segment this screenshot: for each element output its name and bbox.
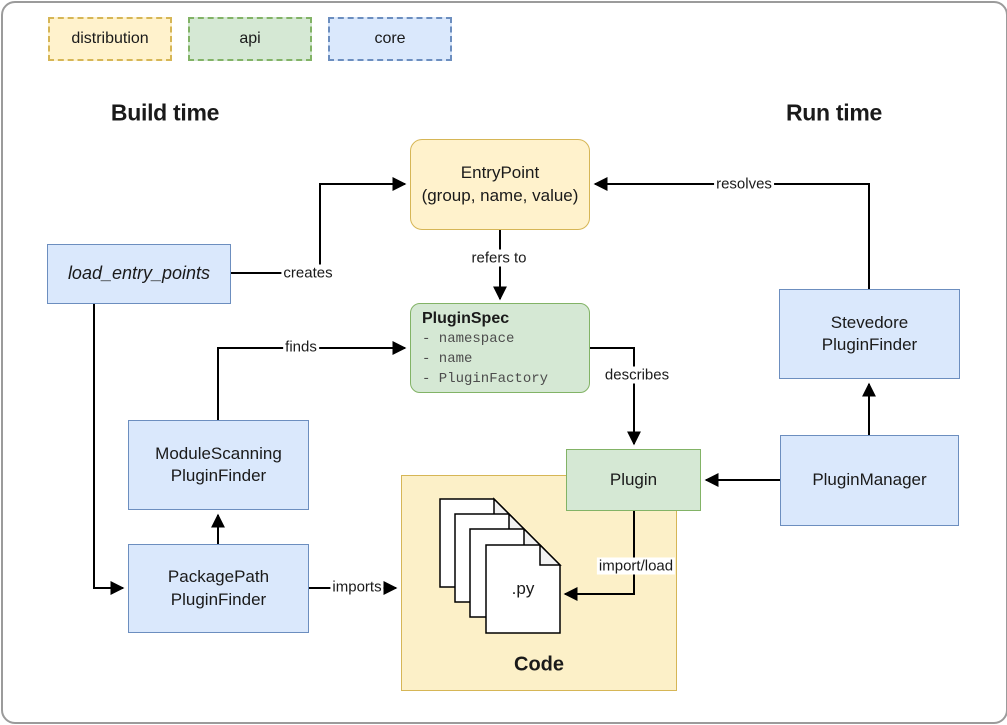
- arrow-load-entry-points-to-packagepath: [93, 304, 125, 595]
- arrow-finds: [217, 341, 407, 420]
- packagepath-line2: PluginFinder: [170, 589, 267, 609]
- node-packagepath-pluginfinder: PackagePath PluginFinder: [128, 544, 309, 633]
- node-plugin: Plugin: [566, 449, 701, 511]
- edge-label-refers-to: refers to: [469, 249, 529, 267]
- packagepath-line1: PackagePath: [167, 567, 270, 587]
- code-label: Code: [514, 653, 564, 676]
- edge-label-describes: describes: [602, 366, 672, 384]
- plugin-label: Plugin: [609, 469, 658, 489]
- arrow-creates: [231, 177, 407, 274]
- entrypoint-signature: (group, name, value): [421, 185, 579, 205]
- arrow-describes: [590, 347, 641, 446]
- stevedore-line1: Stevedore: [830, 312, 909, 332]
- legend-label-core: core: [374, 30, 406, 47]
- edge-label-resolves: resolves: [714, 175, 774, 193]
- legend-label-api: api: [239, 30, 261, 47]
- legend-item-distribution: distribution: [48, 17, 172, 61]
- heading-build-time: Build time: [110, 99, 220, 126]
- edge-label-creates: creates: [281, 264, 335, 282]
- node-stevedore-pluginfinder: Stevedore PluginFinder: [779, 289, 960, 379]
- pluginmanager-label: PluginManager: [812, 470, 927, 490]
- legend-item-core: core: [328, 17, 452, 61]
- node-entrypoint: EntryPoint (group, name, value): [410, 139, 590, 230]
- node-load-entry-points: load_entry_points: [47, 244, 231, 304]
- node-pluginmanager: PluginManager: [780, 435, 959, 526]
- legend-item-api: api: [188, 17, 312, 61]
- pluginspec-item-pluginfactory: - PluginFactory: [422, 370, 549, 387]
- node-modulescanning-pluginfinder: ModuleScanning PluginFinder: [128, 420, 309, 510]
- edge-label-imports: imports: [330, 578, 384, 596]
- entrypoint-name: EntryPoint: [460, 163, 540, 183]
- heading-run-time: Run time: [786, 99, 882, 126]
- load-entry-points-label: load_entry_points: [67, 263, 211, 284]
- pluginspec-title: PluginSpec: [422, 310, 510, 327]
- edge-label-finds: finds: [283, 338, 319, 356]
- legend-label-distribution: distribution: [71, 30, 149, 47]
- modulescanning-line1: ModuleScanning: [155, 443, 282, 463]
- edge-label-import-load: import/load: [596, 557, 676, 575]
- modulescanning-line2: PluginFinder: [170, 466, 267, 485]
- pluginspec-item-name: - name: [422, 350, 473, 367]
- stevedore-line2: PluginFinder: [821, 335, 918, 354]
- pluginspec-item-namespace: - namespace: [422, 331, 515, 347]
- node-pluginspec: PluginSpec - namespace - name - PluginFa…: [410, 303, 590, 393]
- arrow-resolves: [593, 177, 870, 289]
- py-file-label: .py: [511, 579, 535, 598]
